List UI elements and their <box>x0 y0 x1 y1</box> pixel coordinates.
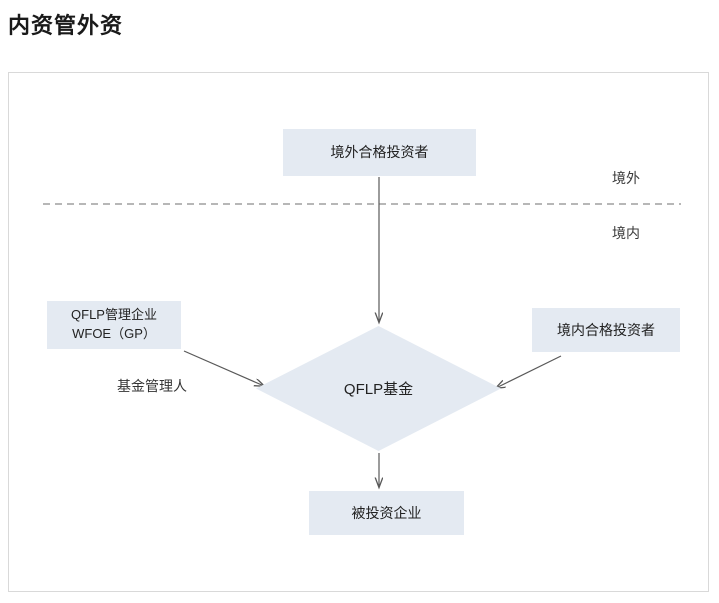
node-offshore-investor[interactable]: 境外合格投资者 <box>283 129 476 176</box>
connector-manager-to-fund <box>183 350 264 386</box>
edge-label-fund-manager: 基金管理人 <box>117 378 187 394</box>
diagram-container: 境外合格投资者 QFLP管理企业 WFOE（GP） 境内合格投资者 QFLP基金… <box>8 72 709 592</box>
node-qflp-manager[interactable]: QFLP管理企业 WFOE（GP） <box>47 301 181 349</box>
node-invested-enterprise[interactable]: 被投资企业 <box>309 491 464 535</box>
node-onshore-investor[interactable]: 境内合格投资者 <box>532 308 680 352</box>
node-qflp-manager-label: QFLP管理企业 WFOE（GP） <box>71 307 157 341</box>
connector-onshore-investor-to-fund <box>496 355 562 388</box>
region-label-onshore: 境内 <box>612 225 640 241</box>
node-qflp-fund-label: QFLP基金 <box>343 381 414 398</box>
node-offshore-investor-label: 境外合格投资者 <box>330 144 429 161</box>
node-invested-enterprise-label: 被投资企业 <box>351 504 422 521</box>
page-title: 内资管外资 <box>8 13 124 38</box>
node-onshore-investor-label: 境内合格投资者 <box>557 321 655 338</box>
diagram-connectors-layer <box>43 177 681 593</box>
region-label-offshore: 境外 <box>612 170 640 186</box>
